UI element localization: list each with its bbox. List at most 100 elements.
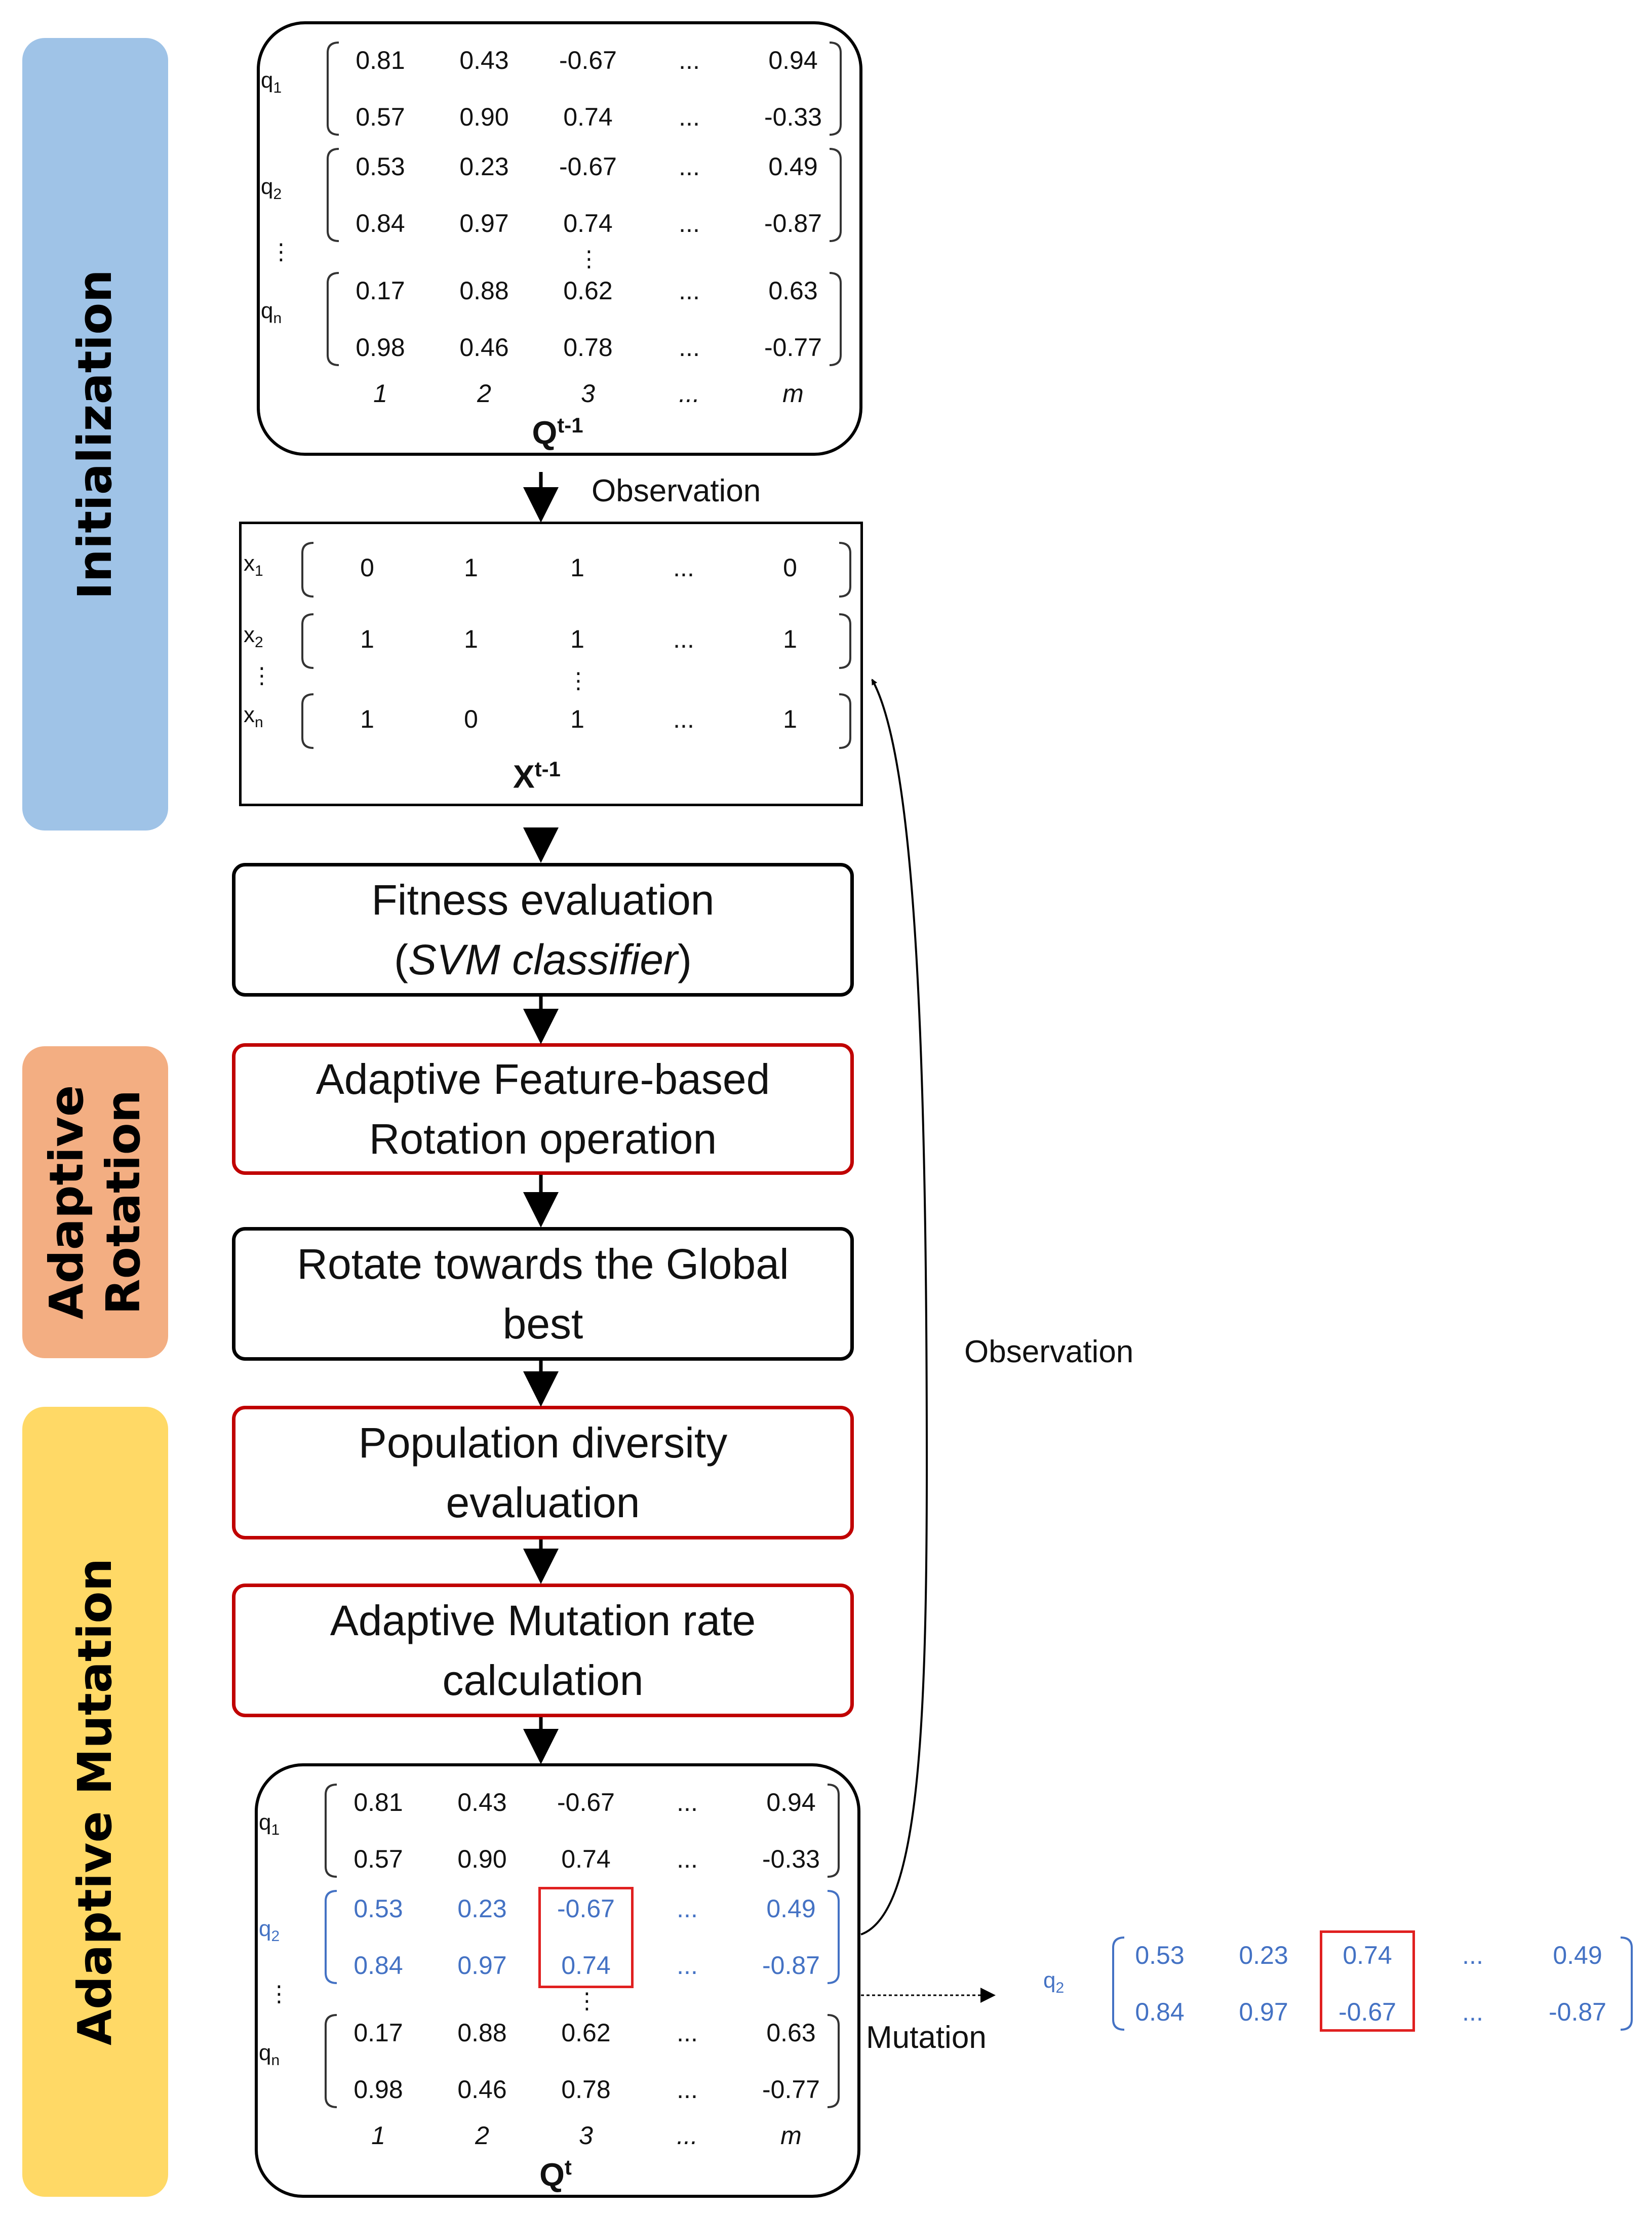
q-prev-cell-r1-c3: -0.67 bbox=[559, 46, 617, 74]
q-next-cell-r1-c4: ... bbox=[677, 1788, 698, 1816]
q-next-bracket-left-2 bbox=[325, 1890, 337, 1984]
x-prev-cell-r3-c3: 1 bbox=[570, 705, 584, 733]
x-prev-cell-r1-c5: 0 bbox=[783, 554, 797, 582]
x-prev-cell-r3-c5: 1 bbox=[783, 705, 797, 733]
diversity-line2: evaluation bbox=[446, 1479, 640, 1526]
q2-mutated-cell-r2-c3: -0.67 bbox=[1339, 1998, 1396, 2026]
q2-mutated-cell-r2-c5: -0.87 bbox=[1549, 1998, 1606, 2026]
mutation-rate-line1: Adaptive Mutation rate bbox=[330, 1597, 756, 1644]
q-prev-cell-r4-c1: 0.84 bbox=[356, 209, 405, 238]
q-prev-cell-r4-c5: -0.87 bbox=[764, 209, 822, 238]
q-next-cell-r2-c5: -0.33 bbox=[762, 1845, 820, 1873]
q-prev-cell-r6-c3: 0.78 bbox=[563, 333, 613, 362]
q-prev-row-label-1-sub: 1 bbox=[273, 79, 282, 96]
q-prev-cell-r2-c4: ... bbox=[679, 103, 700, 131]
adaptive-rotation-operation-step: Adaptive Feature-based Rotation operatio… bbox=[232, 1043, 854, 1175]
q-prev-cell-r5-c3: 0.62 bbox=[563, 276, 613, 305]
q-prev-cell-r5-c2: 0.88 bbox=[459, 276, 509, 305]
q-prev-bracket-left-2 bbox=[327, 148, 339, 242]
q2-mutated-cell-r1-c4: ... bbox=[1462, 1941, 1483, 1969]
q-prev-cell-r4-c3: 0.74 bbox=[563, 209, 613, 238]
diversity-line1: Population diversity bbox=[358, 1419, 728, 1467]
q-prev-vdots-left: ⋮ bbox=[270, 240, 292, 264]
q2-mutated-cell-r1-c2: 0.23 bbox=[1239, 1941, 1288, 1969]
q-prev-cell-r3-c2: 0.23 bbox=[459, 152, 509, 181]
svm-classifier-text: (SVM classifier) bbox=[394, 936, 692, 983]
q2-mutated-row-label: q2 bbox=[1043, 1968, 1065, 1996]
q-next-cell-r4-c3: 0.74 bbox=[561, 1951, 611, 1980]
q-prev-cell-r5-c4: ... bbox=[679, 276, 700, 305]
q-next-cell-r5-c2: 0.88 bbox=[457, 2019, 507, 2047]
q-next-cell-r2-c4: ... bbox=[677, 1845, 698, 1873]
q-prev-cell-r1-c5: 0.94 bbox=[768, 46, 818, 74]
x-prev-bracket-right-2 bbox=[839, 613, 851, 669]
q-prev-cell-r3-c3: -0.67 bbox=[559, 152, 617, 181]
q-next-title-sup: t bbox=[564, 2155, 572, 2179]
q-prev-cell-r2-c2: 0.90 bbox=[459, 103, 509, 131]
q-prev-row-label-2: q2 bbox=[261, 174, 282, 203]
q2-mutated-cell-r2-c2: 0.97 bbox=[1239, 1998, 1288, 2026]
q-prev-cell-r5-c5: 0.63 bbox=[768, 276, 818, 305]
x-prev-cell-r1-c1: 0 bbox=[360, 554, 374, 582]
band-adaptive-rotation: Adaptive Rotation bbox=[22, 1046, 168, 1358]
q-prev-col-index-4: ... bbox=[679, 379, 700, 408]
q2-mutated-bracket-left bbox=[1112, 1937, 1125, 2031]
q-next-cell-r5-c4: ... bbox=[677, 2019, 698, 2047]
observation-loop-arrow bbox=[860, 679, 928, 1935]
x-prev-title-sup: t-1 bbox=[534, 757, 561, 781]
x-prev-cell-r1-c4: ... bbox=[673, 554, 694, 582]
x-prev-bracket-right-1 bbox=[839, 542, 851, 598]
rotation-op-line1: Adaptive Feature-based bbox=[316, 1055, 770, 1103]
q-next-highlight-box bbox=[538, 1887, 634, 1988]
q-prev-cell-r6-c1: 0.98 bbox=[356, 333, 405, 362]
q-prev-cell-r6-c5: -0.77 bbox=[764, 333, 822, 362]
q-prev-row-label-3: qn bbox=[261, 298, 282, 327]
mutation-rate-step: Adaptive Mutation rate calculation bbox=[232, 1584, 854, 1717]
q-prev-cell-r4-c4: ... bbox=[679, 209, 700, 238]
q-next-cell-r1-c2: 0.43 bbox=[457, 1788, 507, 1816]
q2-mutated-cell-r2-c1: 0.84 bbox=[1135, 1998, 1185, 2026]
fitness-evaluation-text: Fitness evaluation bbox=[371, 876, 715, 924]
q2-mutated-cell-r1-c3: 0.74 bbox=[1343, 1941, 1392, 1969]
rotate-global-best-step: Rotate towards the Global best bbox=[232, 1227, 854, 1361]
x-prev-bracket-left-3 bbox=[301, 693, 314, 749]
q-prev-cell-r1-c4: ... bbox=[679, 46, 700, 74]
population-diversity-step: Population diversity evaluation bbox=[232, 1406, 854, 1539]
q-next-col-index-5: m bbox=[780, 2121, 802, 2150]
q-next-title: Qt bbox=[539, 2155, 572, 2193]
x-prev-cell-r1-c3: 1 bbox=[570, 554, 584, 582]
x-prev-cell-r2-c3: 1 bbox=[570, 625, 584, 653]
q-prev-cell-r2-c5: -0.33 bbox=[764, 103, 822, 131]
q-next-cell-r5-c1: 0.17 bbox=[353, 2019, 403, 2047]
q-next-cell-r6-c4: ... bbox=[677, 2075, 698, 2104]
q-next-cell-r6-c1: 0.98 bbox=[353, 2075, 403, 2104]
q-prev-cell-r6-c2: 0.46 bbox=[459, 333, 509, 362]
x-prev-row-label-3: xn bbox=[244, 702, 263, 731]
q-next-cell-r3-c3: -0.67 bbox=[557, 1894, 615, 1923]
q-next-row-label-2-sub: 2 bbox=[271, 1927, 280, 1945]
observation-label-loop: Observation bbox=[964, 1334, 1134, 1369]
q-prev-vdots-mid: ⋮ bbox=[578, 247, 600, 271]
q-prev-bracket-left-1 bbox=[327, 42, 339, 136]
q-next-cell-r6-c2: 0.46 bbox=[457, 2075, 507, 2104]
x-prev-row-label-1-sub: 1 bbox=[255, 562, 263, 579]
q-prev-col-index-3: 3 bbox=[581, 379, 595, 408]
rotation-op-line2: Rotation operation bbox=[369, 1115, 717, 1163]
q-prev-cell-r2-c1: 0.57 bbox=[356, 103, 405, 131]
q-next-bracket-left-3 bbox=[325, 2014, 337, 2108]
q-next-cell-r3-c5: 0.49 bbox=[766, 1894, 816, 1923]
band-adaptive-mutation: Adaptive Mutation bbox=[22, 1407, 168, 2197]
q-prev-cell-r3-c1: 0.53 bbox=[356, 152, 405, 181]
q-next-cell-r1-c3: -0.67 bbox=[557, 1788, 615, 1816]
x-prev-cell-r2-c2: 1 bbox=[464, 625, 478, 653]
q-next-row-label-2: q2 bbox=[259, 1916, 280, 1945]
q-next-cell-r4-c5: -0.87 bbox=[762, 1951, 820, 1980]
q-prev-col-index-5: m bbox=[782, 379, 804, 408]
q-next-cell-r2-c1: 0.57 bbox=[353, 1845, 403, 1873]
q-next-row-label-3-sub: n bbox=[271, 2051, 280, 2069]
q-next-cell-r6-c5: -0.77 bbox=[762, 2075, 820, 2104]
q-next-cell-r3-c4: ... bbox=[677, 1894, 698, 1923]
